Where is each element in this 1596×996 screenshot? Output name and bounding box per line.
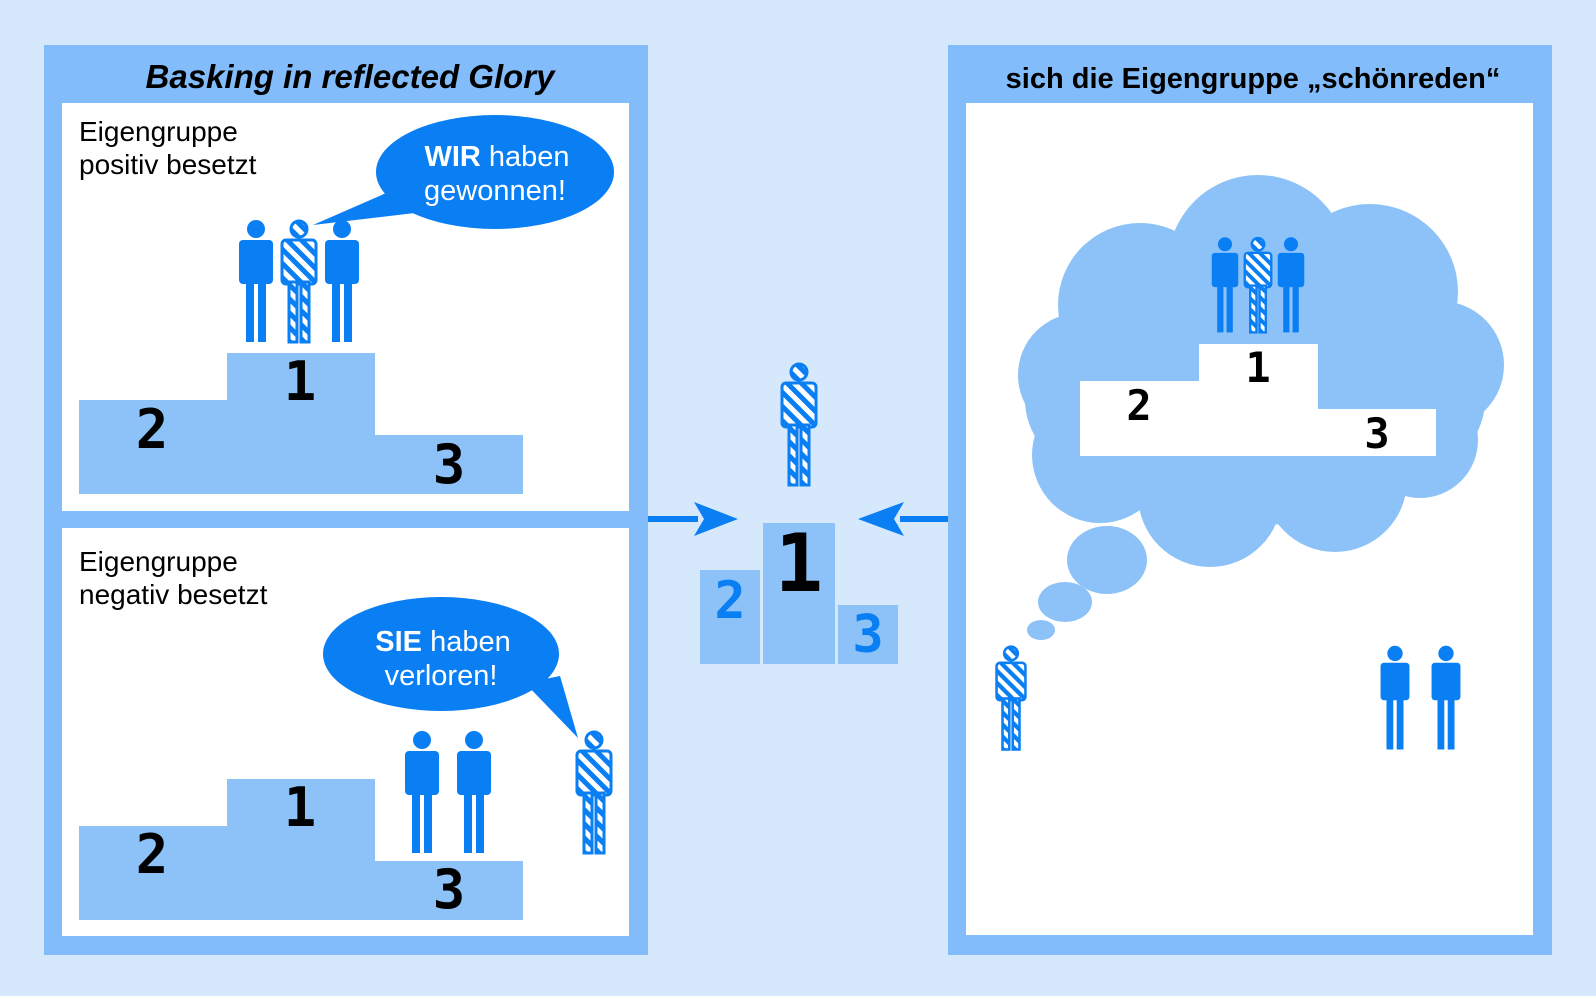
negative-podium: 2 1 3 (79, 776, 523, 921)
speech-bubble-icon: WIR haben gewonnen! (313, 115, 614, 229)
arrow-left-icon (858, 502, 948, 536)
thought-podium-block-3 (1318, 409, 1436, 456)
negative-subpanel: Eigengruppe negativ besetzt 2 1 3 SIE ha… (62, 528, 629, 936)
bubble-line1: SIE haben (375, 626, 510, 658)
podium-number-3: 3 (433, 858, 466, 921)
podium-block-3 (375, 861, 523, 920)
positive-podium: 2 1 3 (79, 350, 523, 496)
negative-label-line2: negativ besetzt (79, 579, 268, 610)
hatched-person-icon (780, 362, 818, 487)
podium-number-1: 1 (284, 350, 317, 413)
thought-podium: 2 1 3 (1080, 343, 1436, 458)
center-podium-block-3 (838, 605, 898, 664)
podium-block-2 (79, 826, 227, 920)
bubble-line2: gewonnen! (424, 175, 566, 207)
bubble-rest: haben (422, 626, 511, 658)
podium-block-1 (227, 353, 375, 494)
positive-label-line1: Eigengruppe (79, 116, 238, 147)
podium-block-2 (79, 400, 227, 494)
podium-number-2: 2 (136, 823, 169, 886)
center-podium-block-2 (700, 570, 760, 664)
center-podium-number-3: 3 (852, 605, 883, 665)
bubble-bold-word: SIE (375, 626, 422, 658)
bubble-line1: WIR haben (424, 141, 569, 173)
thought-podium-block-1 (1199, 344, 1318, 456)
thought-podium-number-1: 1 (1245, 343, 1270, 392)
bubble-rest: haben (481, 141, 570, 173)
podium-number-2: 2 (136, 398, 169, 461)
negative-label-line1: Eigengruppe (79, 546, 238, 577)
right-panel-title: sich die Eigengruppe „schönreden“ (1006, 63, 1501, 95)
podium-block-3 (375, 435, 523, 494)
bubble-line2: verloren! (385, 660, 498, 692)
center-podium-number-1: 1 (775, 517, 823, 610)
speech-bubble-icon: SIE haben verloren! (323, 597, 578, 738)
bubble-bold-word: WIR (424, 141, 480, 173)
podium-number-1: 1 (284, 776, 317, 839)
positive-label-line2: positiv besetzt (79, 149, 257, 180)
podium-block-1 (227, 779, 375, 920)
center-podium-group: 2 1 3 (648, 362, 948, 665)
thought-podium-block-2 (1080, 381, 1199, 456)
right-panel: sich die Eigengruppe „schönreden“ 2 1 3 (948, 45, 1552, 955)
thought-podium-number-3: 3 (1364, 409, 1389, 458)
podium-number-3: 3 (433, 433, 466, 496)
center-podium-number-2: 2 (714, 571, 745, 631)
thought-podium-number-2: 2 (1126, 381, 1151, 430)
center-podium-block-1 (763, 523, 835, 664)
arrow-right-icon (648, 502, 738, 536)
left-panel: Basking in reflected Glory Eigengruppe p… (44, 45, 648, 955)
positive-subpanel: Eigengruppe positiv besetzt 2 1 3 WIR ha… (62, 103, 629, 511)
left-panel-title: Basking in reflected Glory (146, 58, 557, 95)
